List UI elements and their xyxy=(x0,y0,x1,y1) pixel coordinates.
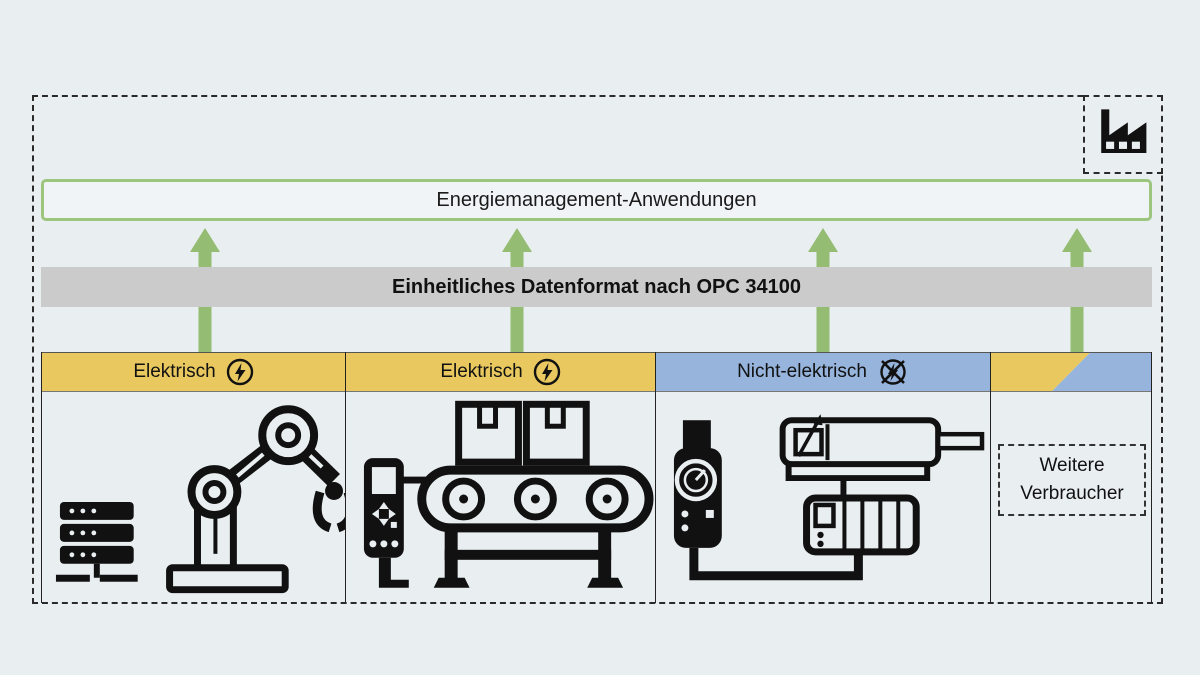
consumer-panels: Elektrisch xyxy=(41,352,1152,603)
panel-robot: Elektrisch xyxy=(41,352,345,603)
other-consumers-box: Weitere Verbraucher xyxy=(998,444,1146,516)
panel-robot-header-label: Elektrisch xyxy=(133,361,216,382)
conveyor-belt-with-boxes-icon xyxy=(346,392,655,603)
pneumatic-system-icon xyxy=(656,392,990,603)
panel-other-consumers-header xyxy=(991,352,1151,392)
panel-conveyor-header: Elektrisch xyxy=(346,352,655,392)
factory-icon xyxy=(1092,107,1154,162)
lightning-circle-icon xyxy=(226,358,254,386)
crossed-lightning-circle-icon xyxy=(877,356,909,388)
outer-dashed-frame xyxy=(32,95,1163,604)
other-consumers-content: Weitere Verbraucher xyxy=(991,392,1151,603)
app-bar-label: Energiemanagement-Anwendungen xyxy=(436,188,757,211)
factory-box xyxy=(1083,95,1163,174)
panel-conveyor: Elektrisch xyxy=(345,352,655,603)
panel-conveyor-header-label: Elektrisch xyxy=(440,361,523,382)
lightning-circle-icon xyxy=(533,358,561,386)
panel-pneumatic: Nicht-elektrisch xyxy=(655,352,990,603)
other-consumers-label: Weitere Verbraucher xyxy=(1020,455,1124,504)
energy-management-applications-bar: Energiemanagement-Anwendungen xyxy=(41,179,1152,221)
panel-pneumatic-header: Nicht-elektrisch xyxy=(656,352,990,392)
panel-robot-header: Elektrisch xyxy=(42,352,345,392)
yellow-blue-diagonal-icon xyxy=(991,353,1151,391)
panel-other-consumers: Weitere Verbraucher xyxy=(990,352,1152,603)
uniform-data-format-bar: Einheitliches Datenformat nach OPC 34100 xyxy=(41,267,1152,307)
panel-pneumatic-header-label: Nicht-elektrisch xyxy=(737,361,867,382)
format-bar-label: Einheitliches Datenformat nach OPC 34100 xyxy=(391,275,802,298)
robot-arm-with-server-icon xyxy=(42,392,345,603)
